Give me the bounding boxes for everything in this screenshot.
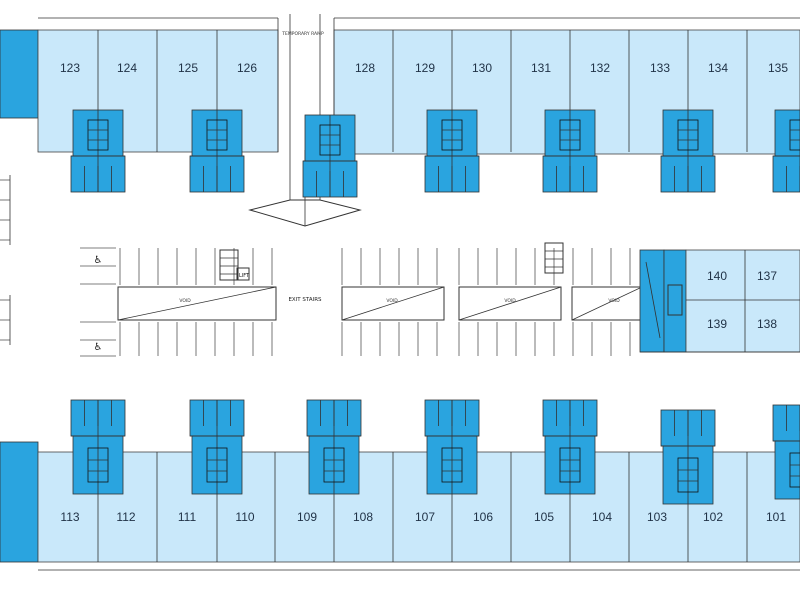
unit-label-129: 129 (415, 61, 435, 75)
unit-label-107: 107 (415, 510, 435, 524)
stair-core (306, 399, 362, 495)
unit-label-135: 135 (768, 61, 788, 75)
stair-core (542, 399, 598, 495)
unit-label-132: 132 (590, 61, 610, 75)
unit-label-139: 139 (707, 317, 727, 331)
lift-left: LIFT (219, 249, 250, 281)
unit-label-128: 128 (355, 61, 375, 75)
void-3: VOID (458, 286, 562, 321)
unit-label-125: 125 (178, 61, 198, 75)
unit-label-140: 140 (707, 269, 727, 283)
stair-core (424, 109, 480, 193)
parking-area (80, 247, 631, 357)
exit-stairs-label: EXIT STAIRS (288, 297, 322, 303)
unit-label-103: 103 (647, 510, 667, 524)
svg-text:VOID: VOID (386, 298, 398, 304)
stair-core (772, 404, 800, 500)
unit-label-112: 112 (116, 510, 135, 524)
stair-core (70, 109, 126, 193)
svg-text:VOID: VOID (179, 298, 191, 304)
accessible-bay-icon: ♿ (94, 255, 103, 266)
left-parking-edge (0, 175, 11, 345)
unit-label-124: 124 (117, 61, 137, 75)
unit-label-138: 138 (757, 317, 777, 331)
unit-label-108: 108 (353, 510, 373, 524)
unit-label-106: 106 (473, 510, 493, 524)
stair-core (772, 109, 800, 193)
unit-label-102: 102 (703, 510, 723, 524)
void-2: VOID (341, 286, 445, 321)
stair-core (660, 109, 716, 193)
stair-core (70, 399, 126, 495)
unit-label-126: 126 (237, 61, 257, 75)
island-block (639, 249, 800, 353)
unit-label-133: 133 (650, 61, 670, 75)
ramp-label: TEMPORARY RAMP (281, 31, 324, 37)
stair-core (302, 114, 358, 198)
unit-label-131: 131 (531, 61, 551, 75)
bottom-stair-cores (70, 399, 800, 505)
stair-core (660, 409, 716, 505)
unit-label-109: 109 (297, 510, 317, 524)
left-core-bottom (0, 441, 39, 563)
top-stair-cores (70, 109, 800, 198)
stair-core (424, 399, 480, 495)
unit-label-101: 101 (766, 510, 786, 524)
unit-label-111: 111 (178, 510, 197, 524)
stair-core (542, 109, 598, 193)
svg-text:VOID: VOID (504, 298, 516, 304)
stair-core (189, 399, 245, 495)
void-4: VOID (571, 286, 643, 321)
svg-text:VOID: VOID (608, 298, 620, 304)
unit-label-130: 130 (472, 61, 492, 75)
left-core-top (0, 29, 39, 119)
unit-label-110: 110 (235, 510, 254, 524)
accessible-bay-icon: ♿ (94, 342, 103, 353)
stair-core (189, 109, 245, 193)
unit-label-105: 105 (534, 510, 554, 524)
unit-label-104: 104 (592, 510, 612, 524)
unit-label-134: 134 (708, 61, 728, 75)
unit-label-123: 123 (60, 61, 80, 75)
unit-label-113: 113 (60, 510, 79, 524)
unit-label-137: 137 (757, 269, 777, 283)
lift-label: LIFT (239, 273, 250, 279)
lift-right (544, 242, 564, 274)
void-1: VOID (117, 286, 277, 321)
